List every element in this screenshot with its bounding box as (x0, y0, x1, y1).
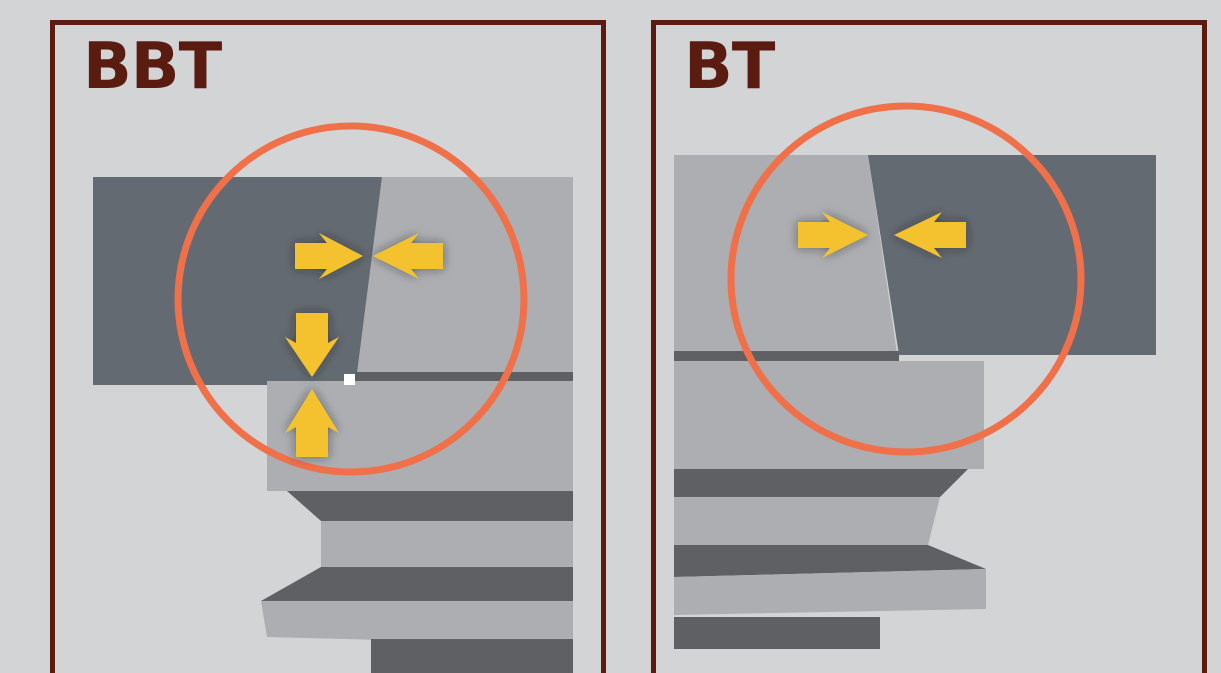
bt-thread-light-2 (674, 569, 986, 615)
bbt-arrow-left (373, 233, 443, 279)
bbt-thread-light-1 (321, 521, 573, 567)
bbt-illustration (93, 122, 573, 673)
bbt-arrow-up (285, 389, 339, 457)
bbt-holder-taper (357, 177, 573, 373)
bbt-thread-dark-2 (261, 567, 573, 601)
bbt-arrow-down (285, 313, 339, 377)
bbt-gap-marker (344, 374, 355, 385)
bbt-title: BBT (83, 30, 222, 104)
bt-thread-light-1 (674, 497, 940, 545)
bt-spindle (868, 155, 1156, 355)
bt-arrow-right (798, 212, 868, 258)
bt-panel: BT (651, 20, 1207, 673)
bbt-arrow-right (295, 233, 363, 279)
bbt-thread-dark-1 (287, 491, 573, 521)
bt-flange (674, 361, 984, 469)
bt-side-arrows-icon (798, 212, 966, 258)
bt-illustration (674, 102, 1156, 649)
bt-title: BT (684, 30, 775, 104)
bt-thread-dark-1 (674, 469, 968, 497)
bbt-highlight-circle (174, 122, 528, 476)
bt-arrow-left (894, 212, 966, 258)
bt-thread-dark-2 (674, 545, 986, 577)
bbt-gap-line (355, 372, 573, 381)
bt-holder-taper (674, 155, 897, 353)
bbt-side-arrows-icon (295, 233, 443, 279)
bbt-face-arrows-icon (285, 313, 339, 457)
bt-gap-line (674, 351, 899, 361)
bt-thread-dark-3 (674, 617, 880, 649)
bt-highlight-circle (727, 102, 1085, 456)
bbt-thread-dark-3 (371, 639, 573, 673)
bbt-spindle (93, 177, 382, 385)
bbt-panel: BBT (50, 20, 606, 673)
bbt-thread-light-2 (261, 601, 573, 645)
